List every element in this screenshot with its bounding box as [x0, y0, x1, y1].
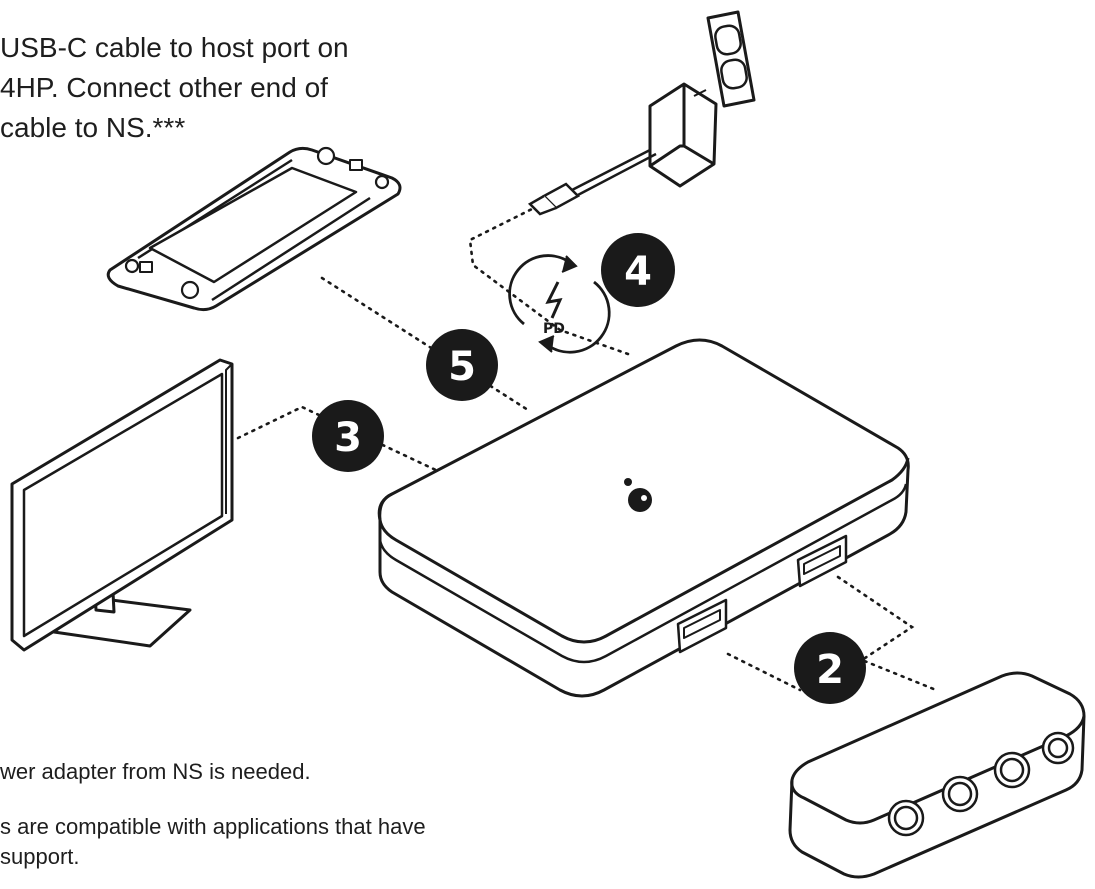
- step-badge-2: 2: [794, 632, 866, 704]
- connection-lines: [236, 204, 938, 692]
- controller-adapter-icon: [788, 671, 1086, 879]
- step-number-2: 2: [816, 647, 844, 693]
- wall-outlet: [706, 10, 756, 108]
- monitor-to-hub-line: [236, 405, 442, 474]
- switch-to-hub-line: [320, 276, 530, 412]
- step-number-3: 3: [334, 415, 362, 461]
- note-power-adapter: wer adapter from NS is needed.: [0, 759, 311, 784]
- power-cable: [527, 148, 657, 216]
- power-delivery-icon: PD: [508, 254, 611, 354]
- instruction-text: USB-C cable to host port on 4HP. Connect…: [0, 32, 349, 143]
- hub-port-left-to-controller-line: [726, 652, 802, 692]
- step-badge-4: 4: [601, 233, 675, 307]
- power-adapter-icon: [648, 82, 718, 188]
- step-badge-3: 3: [312, 400, 384, 472]
- power-to-hub-line: [468, 204, 630, 356]
- note-compatibility: s are compatible with applications that …: [0, 814, 426, 869]
- step-number-4: 4: [624, 249, 652, 295]
- pd-label: PD: [543, 321, 565, 337]
- step-number-5: 5: [448, 344, 476, 390]
- step-badge-5: 5: [426, 329, 498, 401]
- usb-hub-icon: [377, 338, 910, 698]
- monitor-icon: [10, 358, 234, 652]
- hub-port-right-to-controller-line: [836, 575, 938, 692]
- game-console-icon: [106, 146, 402, 312]
